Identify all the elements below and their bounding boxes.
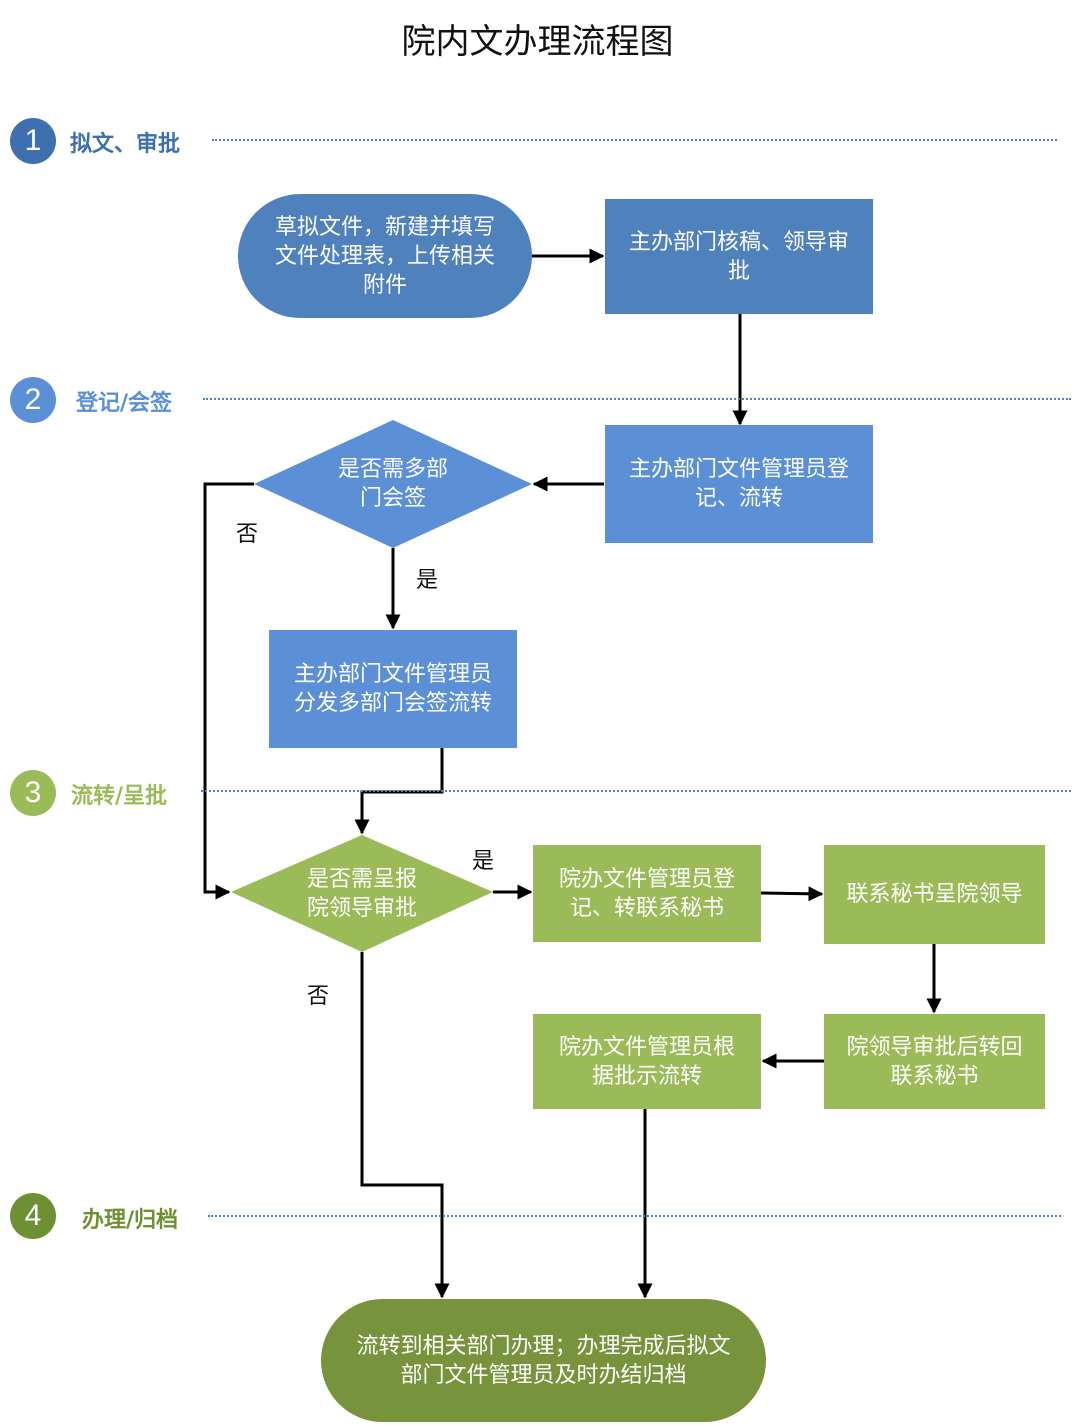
secretary-submit-node-text: 联系秘书呈院领导 xyxy=(846,882,1023,907)
draft-node-text: 草拟文件，新建并填写文件处理表，上传相关附件 xyxy=(274,214,495,298)
office-register-node-text: 院办文件管理员登记、转联系秘书 xyxy=(558,866,735,921)
office-circulate-node-text: 院办文件管理员根据批示流转 xyxy=(558,1034,735,1089)
dept-register-node: 主办部门文件管理员登记、流转 xyxy=(605,425,873,543)
stage-4-divider xyxy=(208,1215,1061,1217)
stage-2-label: 登记/会签 xyxy=(76,391,173,416)
final-node: 流转到相关部门办理；办理完成后拟文部门文件管理员及时办结归档 xyxy=(321,1299,766,1422)
leader-approve-node-text: 院领导审批后转回联系秘书 xyxy=(846,1034,1023,1089)
multi-dept-decision-text: 是否需多部门会签 xyxy=(337,457,448,511)
stage-1-label: 拟文、审批 xyxy=(70,132,181,157)
secretary-submit-node: 联系秘书呈院领导 xyxy=(824,845,1045,944)
arrow-office-to-secretary xyxy=(760,886,824,902)
dept-distribute-node: 主办部门文件管理员分发多部门会签流转 xyxy=(269,630,517,748)
stage-1-number: 1 xyxy=(10,118,56,164)
final-node-text: 流转到相关部门办理；办理完成后拟文部门文件管理员及时办结归档 xyxy=(356,1333,731,1388)
stage-4-number: 4 xyxy=(10,1193,56,1239)
office-circulate-node: 院办文件管理员根据批示流转 xyxy=(533,1014,761,1109)
dept-review-node: 主办部门核稿、领导审批 xyxy=(605,199,873,314)
multi-yes-label: 是 xyxy=(416,568,439,593)
submit-no-label: 否 xyxy=(307,984,330,1009)
draft-node: 草拟文件，新建并填写文件处理表，上传相关附件 xyxy=(238,194,532,318)
arrow-submit-no-to-final xyxy=(360,952,450,1299)
dept-review-node-text: 主办部门核稿、领导审批 xyxy=(628,229,849,284)
multi-dept-decision-shape xyxy=(254,420,532,548)
stage-2-number: 2 xyxy=(10,377,56,423)
submit-yes-label: 是 xyxy=(472,849,495,874)
page-title: 院内文办理流程图 xyxy=(401,22,674,62)
multi-no-label: 否 xyxy=(236,522,259,547)
arrow-multi-no-to-submit xyxy=(203,482,254,900)
stage-3-divider xyxy=(201,790,1071,792)
stage-3-label: 流转/呈批 xyxy=(71,784,168,809)
dept-distribute-node-text: 主办部门文件管理员分发多部门会签流转 xyxy=(293,662,492,716)
stage-2-divider xyxy=(203,398,1071,400)
stage-1-divider xyxy=(212,139,1057,141)
submit-decision-shape xyxy=(231,835,493,952)
arrow-distribute-to-submit xyxy=(354,748,444,835)
leader-approve-node: 院领导审批后转回联系秘书 xyxy=(824,1014,1045,1109)
stage-4-label: 办理/归档 xyxy=(82,1208,179,1233)
office-register-node: 院办文件管理员登记、转联系秘书 xyxy=(533,845,761,942)
dept-register-node-text: 主办部门文件管理员登记、流转 xyxy=(628,457,849,511)
submit-decision-text: 是否需呈报院领导审批 xyxy=(306,867,417,921)
stage-3-number: 3 xyxy=(10,770,56,816)
